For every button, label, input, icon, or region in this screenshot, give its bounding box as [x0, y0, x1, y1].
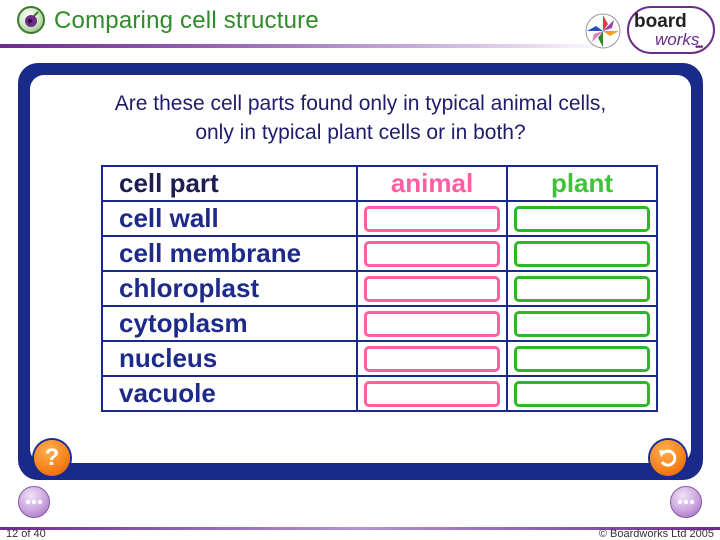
row-label: cell membrane	[101, 235, 358, 272]
cell-parts-table: cell part animal plant cell wall cell me…	[101, 165, 658, 412]
slide-header: Comparing cell structure board works •••	[0, 0, 720, 60]
header-animal: animal	[356, 165, 508, 202]
previous-slide-button[interactable]	[18, 486, 50, 518]
boardworks-logo: board works •••	[627, 6, 715, 54]
undo-arrow-icon	[659, 449, 677, 467]
animal-drop-slot[interactable]	[364, 205, 500, 232]
animal-drop-slot[interactable]	[364, 345, 500, 372]
row-label: chloroplast	[101, 270, 358, 307]
table-header-row: cell part animal plant	[101, 165, 658, 202]
table-row: cell membrane	[101, 235, 658, 272]
boardworks-pinwheel-icon	[585, 13, 621, 49]
activity-content: Are these cell parts found only in typic…	[30, 75, 691, 463]
row-label: vacuole	[101, 375, 358, 412]
logo-word-board: board	[634, 11, 687, 32]
animal-drop-slot[interactable]	[364, 240, 500, 267]
plant-drop-slot[interactable]	[514, 345, 650, 372]
table-row: vacuole	[101, 375, 658, 412]
header-cell-part: cell part	[101, 165, 358, 202]
question-line-1: Are these cell parts found only in typic…	[114, 92, 607, 115]
next-slide-icon	[677, 499, 695, 505]
animal-drop-slot[interactable]	[364, 275, 500, 302]
help-button[interactable]: ?	[34, 440, 70, 476]
table-row: cell wall	[101, 200, 658, 237]
animal-drop-slot[interactable]	[364, 310, 500, 337]
question-text: Are these cell parts found only in typic…	[30, 89, 691, 147]
plant-drop-slot[interactable]	[514, 275, 650, 302]
row-label: cytoplasm	[101, 305, 358, 342]
question-icon: ?	[44, 444, 60, 471]
plant-drop-slot[interactable]	[514, 240, 650, 267]
logo-word-works: works	[655, 30, 700, 49]
undo-button[interactable]	[650, 440, 686, 476]
plant-drop-slot[interactable]	[514, 205, 650, 232]
row-label: cell wall	[101, 200, 358, 237]
cell-icon	[17, 6, 45, 34]
footer-divider	[0, 527, 720, 530]
header-plant: plant	[506, 165, 658, 202]
page-number: 12 of 40	[6, 528, 46, 540]
table-row: cytoplasm	[101, 305, 658, 342]
plant-drop-slot[interactable]	[514, 380, 650, 407]
logo-dots: •••	[695, 42, 703, 53]
question-line-2: only in typical plant cells or in both?	[195, 121, 526, 144]
prev-slide-icon	[25, 499, 43, 505]
plant-drop-slot[interactable]	[514, 310, 650, 337]
copyright-text: © Boardworks Ltd 2005	[598, 528, 714, 540]
row-label: nucleus	[101, 340, 358, 377]
animal-drop-slot[interactable]	[364, 380, 500, 407]
activity-panel: Are these cell parts found only in typic…	[18, 63, 703, 480]
slide-title: Comparing cell structure	[54, 7, 319, 34]
next-slide-button[interactable]	[670, 486, 702, 518]
header-divider	[0, 44, 610, 48]
table-row: chloroplast	[101, 270, 658, 307]
table-row: nucleus	[101, 340, 658, 377]
